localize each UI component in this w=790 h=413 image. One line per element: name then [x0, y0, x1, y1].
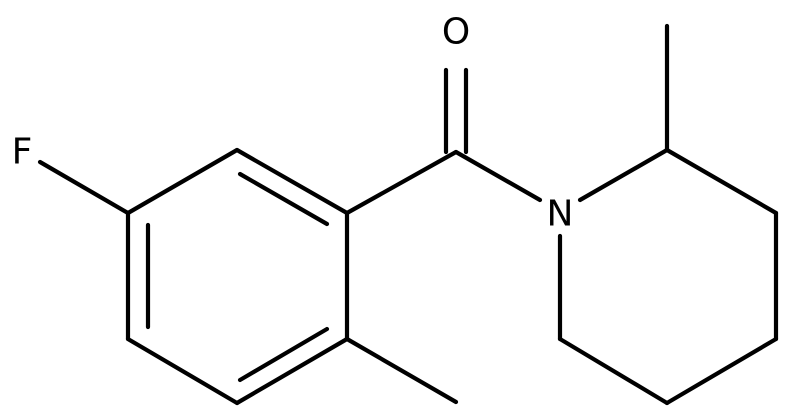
bond-carbonyl-n	[453, 149, 543, 203]
atom-label-nitrogen: N	[547, 194, 574, 235]
atom-label-oxygen: O	[442, 12, 470, 53]
bond-ring-inner-3	[237, 326, 330, 383]
bond-aryl-methyl	[344, 336, 459, 405]
bond-c4-c5	[664, 336, 779, 406]
bond-c2-c3	[664, 147, 779, 216]
bond-aryl-f	[37, 159, 131, 216]
bond-carbonyl-aryl	[344, 149, 459, 216]
bond-c5-c6	[557, 336, 670, 406]
bond-ring-inner-1	[237, 171, 330, 227]
bond-ring-c6-c1	[234, 147, 350, 216]
bond-ring-c2-c3	[234, 336, 350, 406]
bond-ring-c3-c4	[125, 336, 240, 406]
bond-n-c2	[577, 147, 670, 203]
atom-label-fluorine: F	[12, 132, 33, 173]
bond-ring-c5-c6	[125, 147, 240, 216]
